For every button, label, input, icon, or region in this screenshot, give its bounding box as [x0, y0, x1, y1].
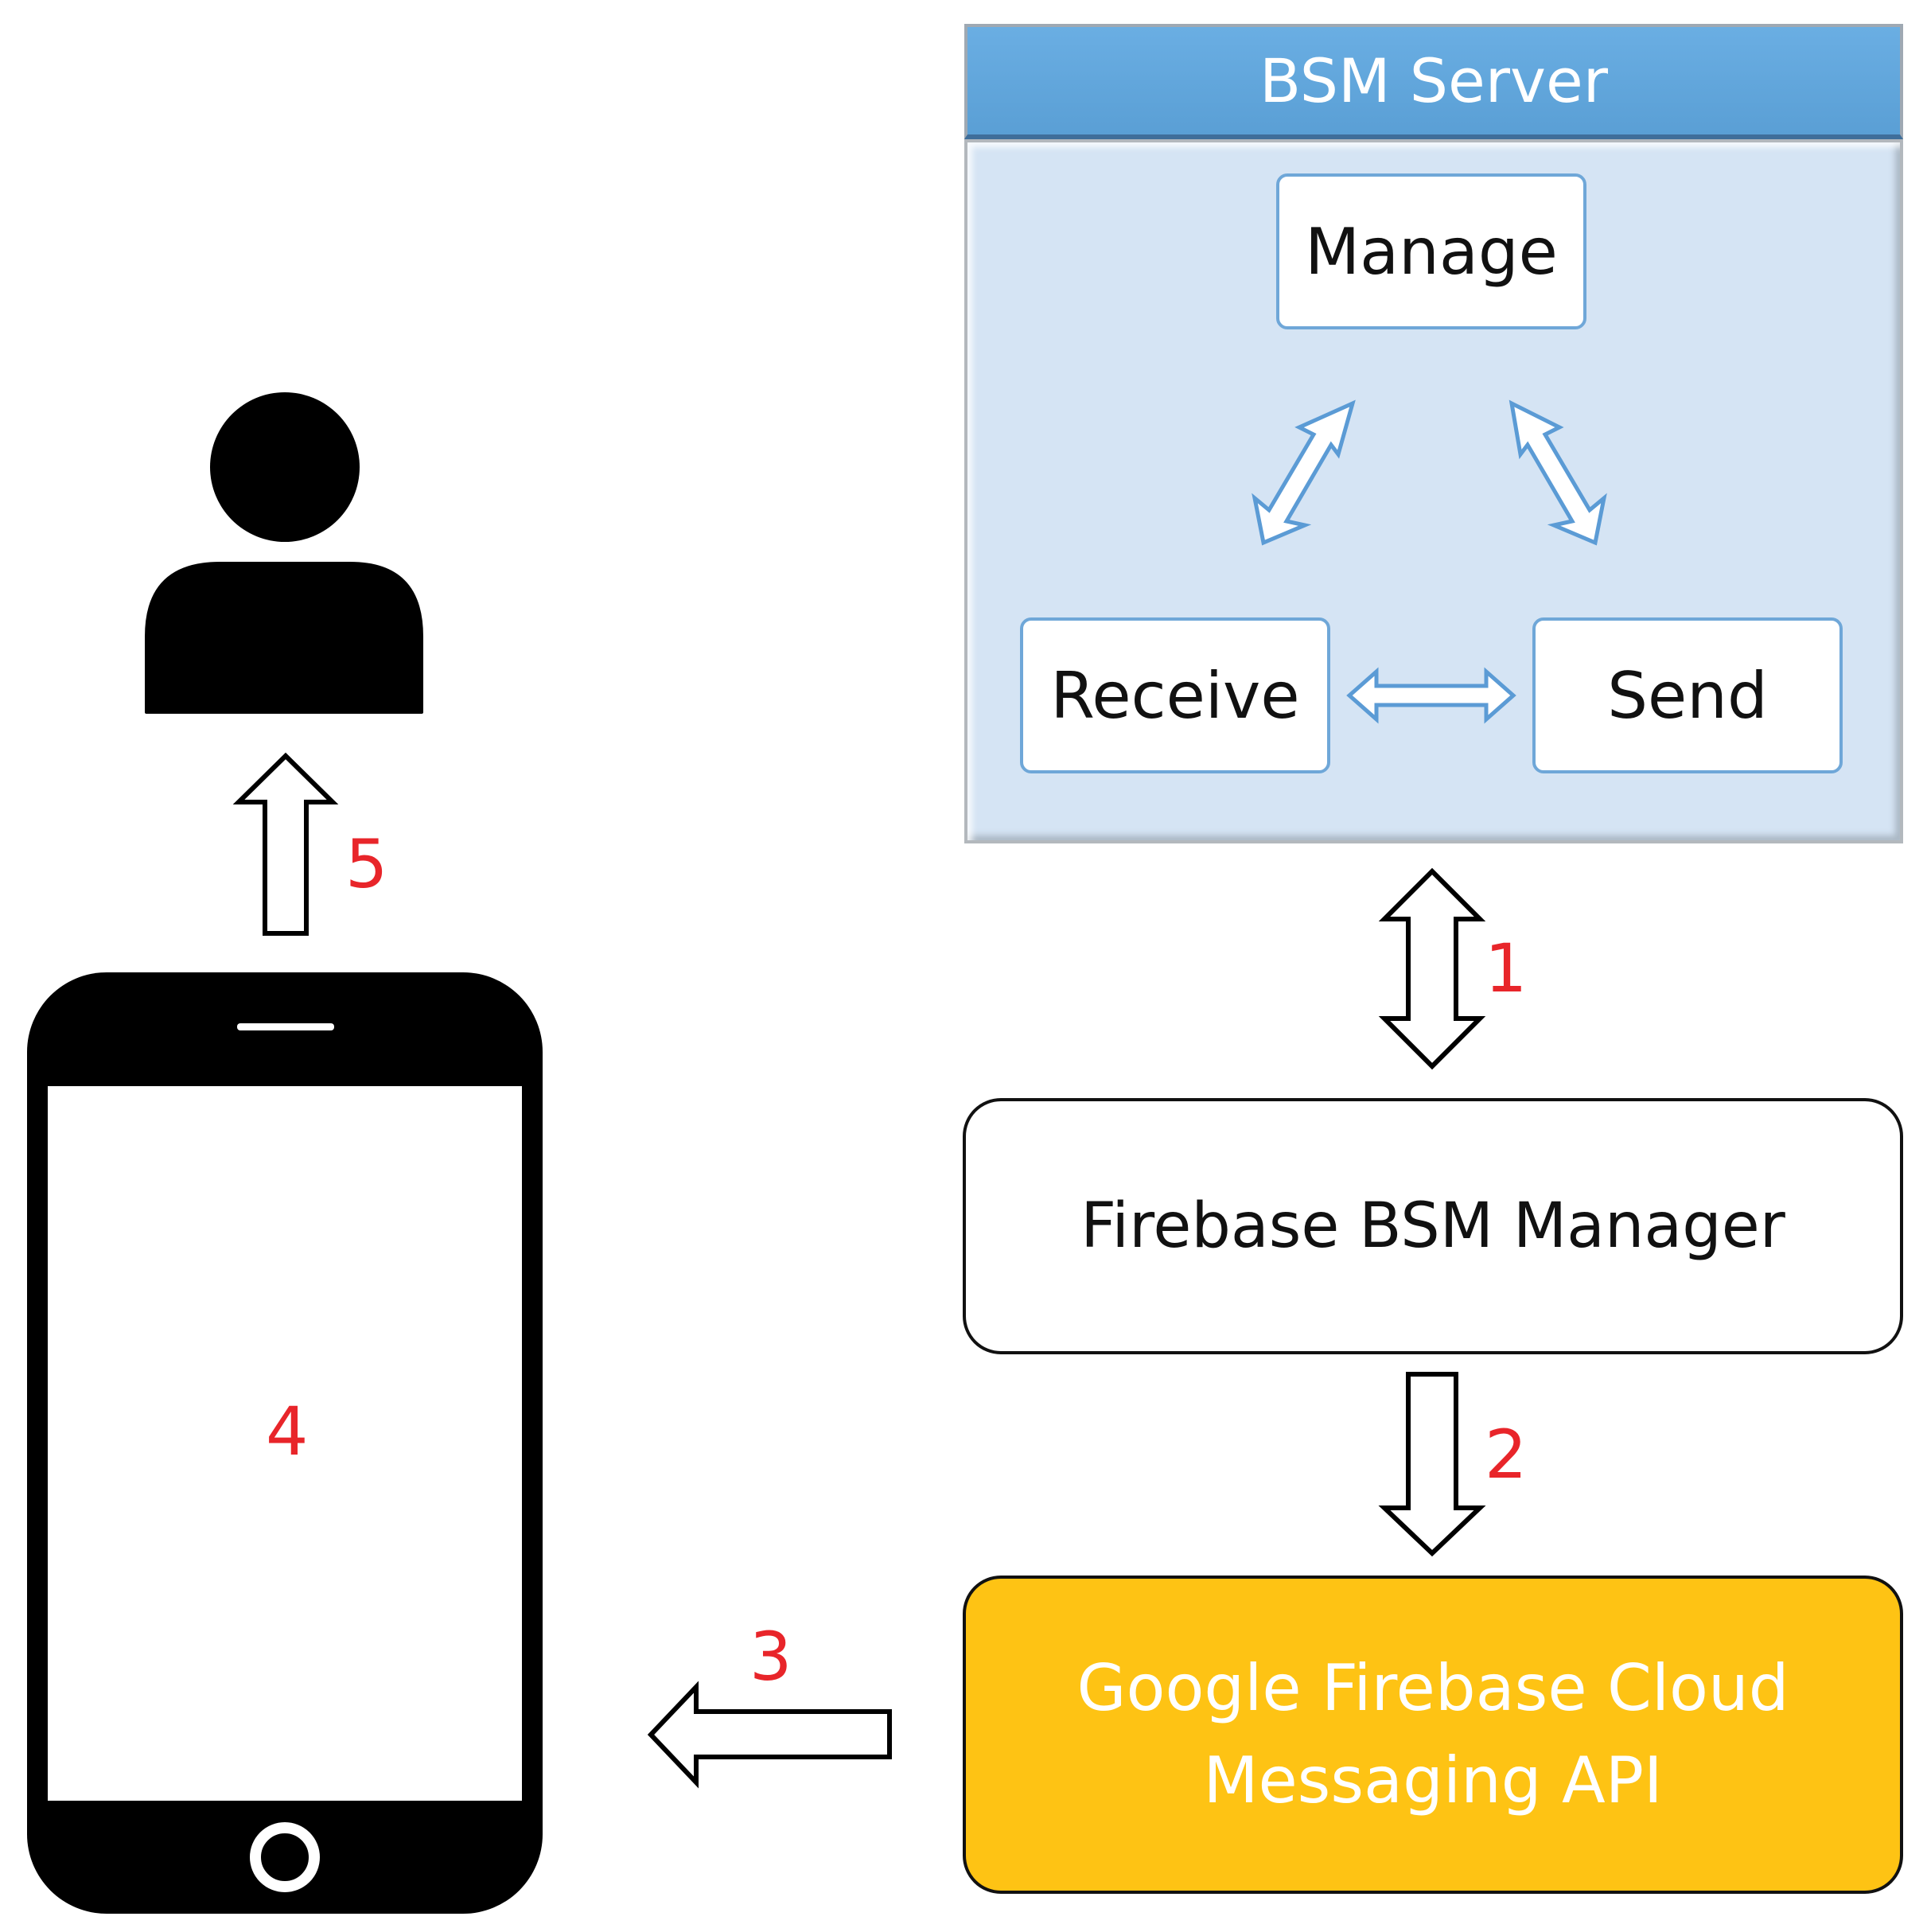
arrow-left-step-3 [647, 1681, 892, 1789]
user-icon [145, 392, 423, 714]
step-5-label: 5 [345, 825, 388, 903]
manage-box: Manage [1276, 173, 1586, 329]
arrow-up-step-5 [232, 752, 339, 936]
arrow-manage-send [1509, 399, 1607, 546]
fcm-api-line-1: Google Firebase Cloud [1076, 1651, 1789, 1725]
arrow-manage-receive [1252, 399, 1356, 546]
step-4-label: 4 [266, 1393, 309, 1470]
firebase-bsm-manager-box: Firebase BSM Manager [963, 1098, 1903, 1354]
arrow-down-step-2 [1378, 1372, 1486, 1557]
send-box: Send [1532, 617, 1843, 773]
step-2-label: 2 [1485, 1416, 1528, 1494]
receive-box: Receive [1020, 617, 1330, 773]
arrow-bidirectional-step-1 [1378, 867, 1486, 1070]
fcm-api-box: Google Firebase Cloud Messaging API [963, 1576, 1903, 1894]
arrow-receive-send [1346, 667, 1516, 724]
step-1-label: 1 [1485, 929, 1528, 1007]
smartphone-icon [27, 972, 543, 1914]
step-3-label: 3 [749, 1618, 792, 1696]
fcm-api-line-2: Messaging API [1203, 1743, 1663, 1817]
bsm-server-title: BSM Server [964, 24, 1903, 139]
